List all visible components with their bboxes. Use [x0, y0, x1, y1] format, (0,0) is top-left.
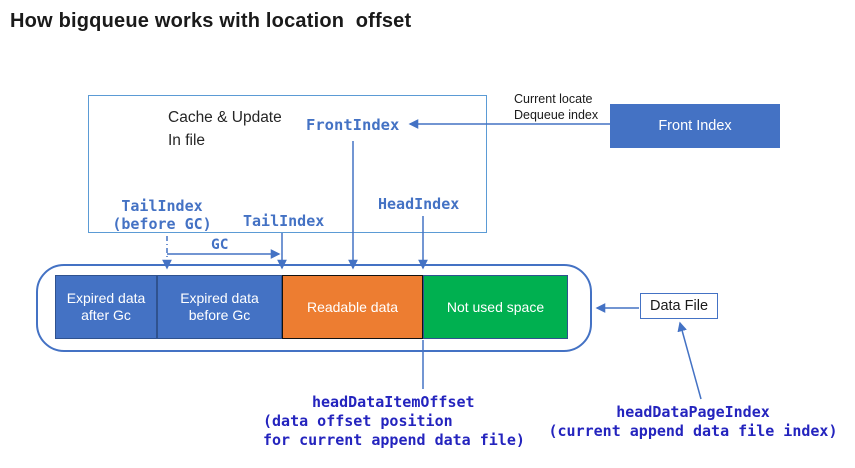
- frontindex-pointer-label: FrontIndex: [306, 116, 400, 134]
- data-file-box: Data File: [640, 293, 718, 319]
- front-index-box: Front Index: [610, 104, 780, 148]
- tailindex-pointer-label: TailIndex: [243, 212, 325, 230]
- arrow-pageindex-to-datafile: [677, 321, 702, 400]
- head-data-item-offset-annotation: headDataItemOffset (data offset position…: [263, 393, 525, 449]
- segment-expired-data-before-gc: Expired data before Gc: [157, 275, 282, 339]
- segment-readable-data: Readable data: [282, 275, 423, 339]
- head-data-page-index-annotation: headDataPageIndex (current append data f…: [548, 403, 838, 440]
- cache-update-label: Cache & Update In file: [168, 109, 282, 149]
- cache-update-box: [88, 95, 487, 233]
- current-locate-annotation: Current locate Dequeue index: [514, 92, 599, 122]
- gc-arrow-label: GC: [211, 237, 229, 253]
- tailindex-before-gc-label: TailIndex (before GC): [112, 197, 212, 233]
- diagram-title: How bigqueue works with location offset: [10, 10, 412, 32]
- headindex-pointer-label: HeadIndex: [378, 195, 460, 213]
- queue-file-capsule: [36, 264, 592, 352]
- segment-not-used-space: Not used space: [423, 275, 568, 339]
- segment-expired-data-after-gc: Expired data after Gc: [55, 275, 157, 339]
